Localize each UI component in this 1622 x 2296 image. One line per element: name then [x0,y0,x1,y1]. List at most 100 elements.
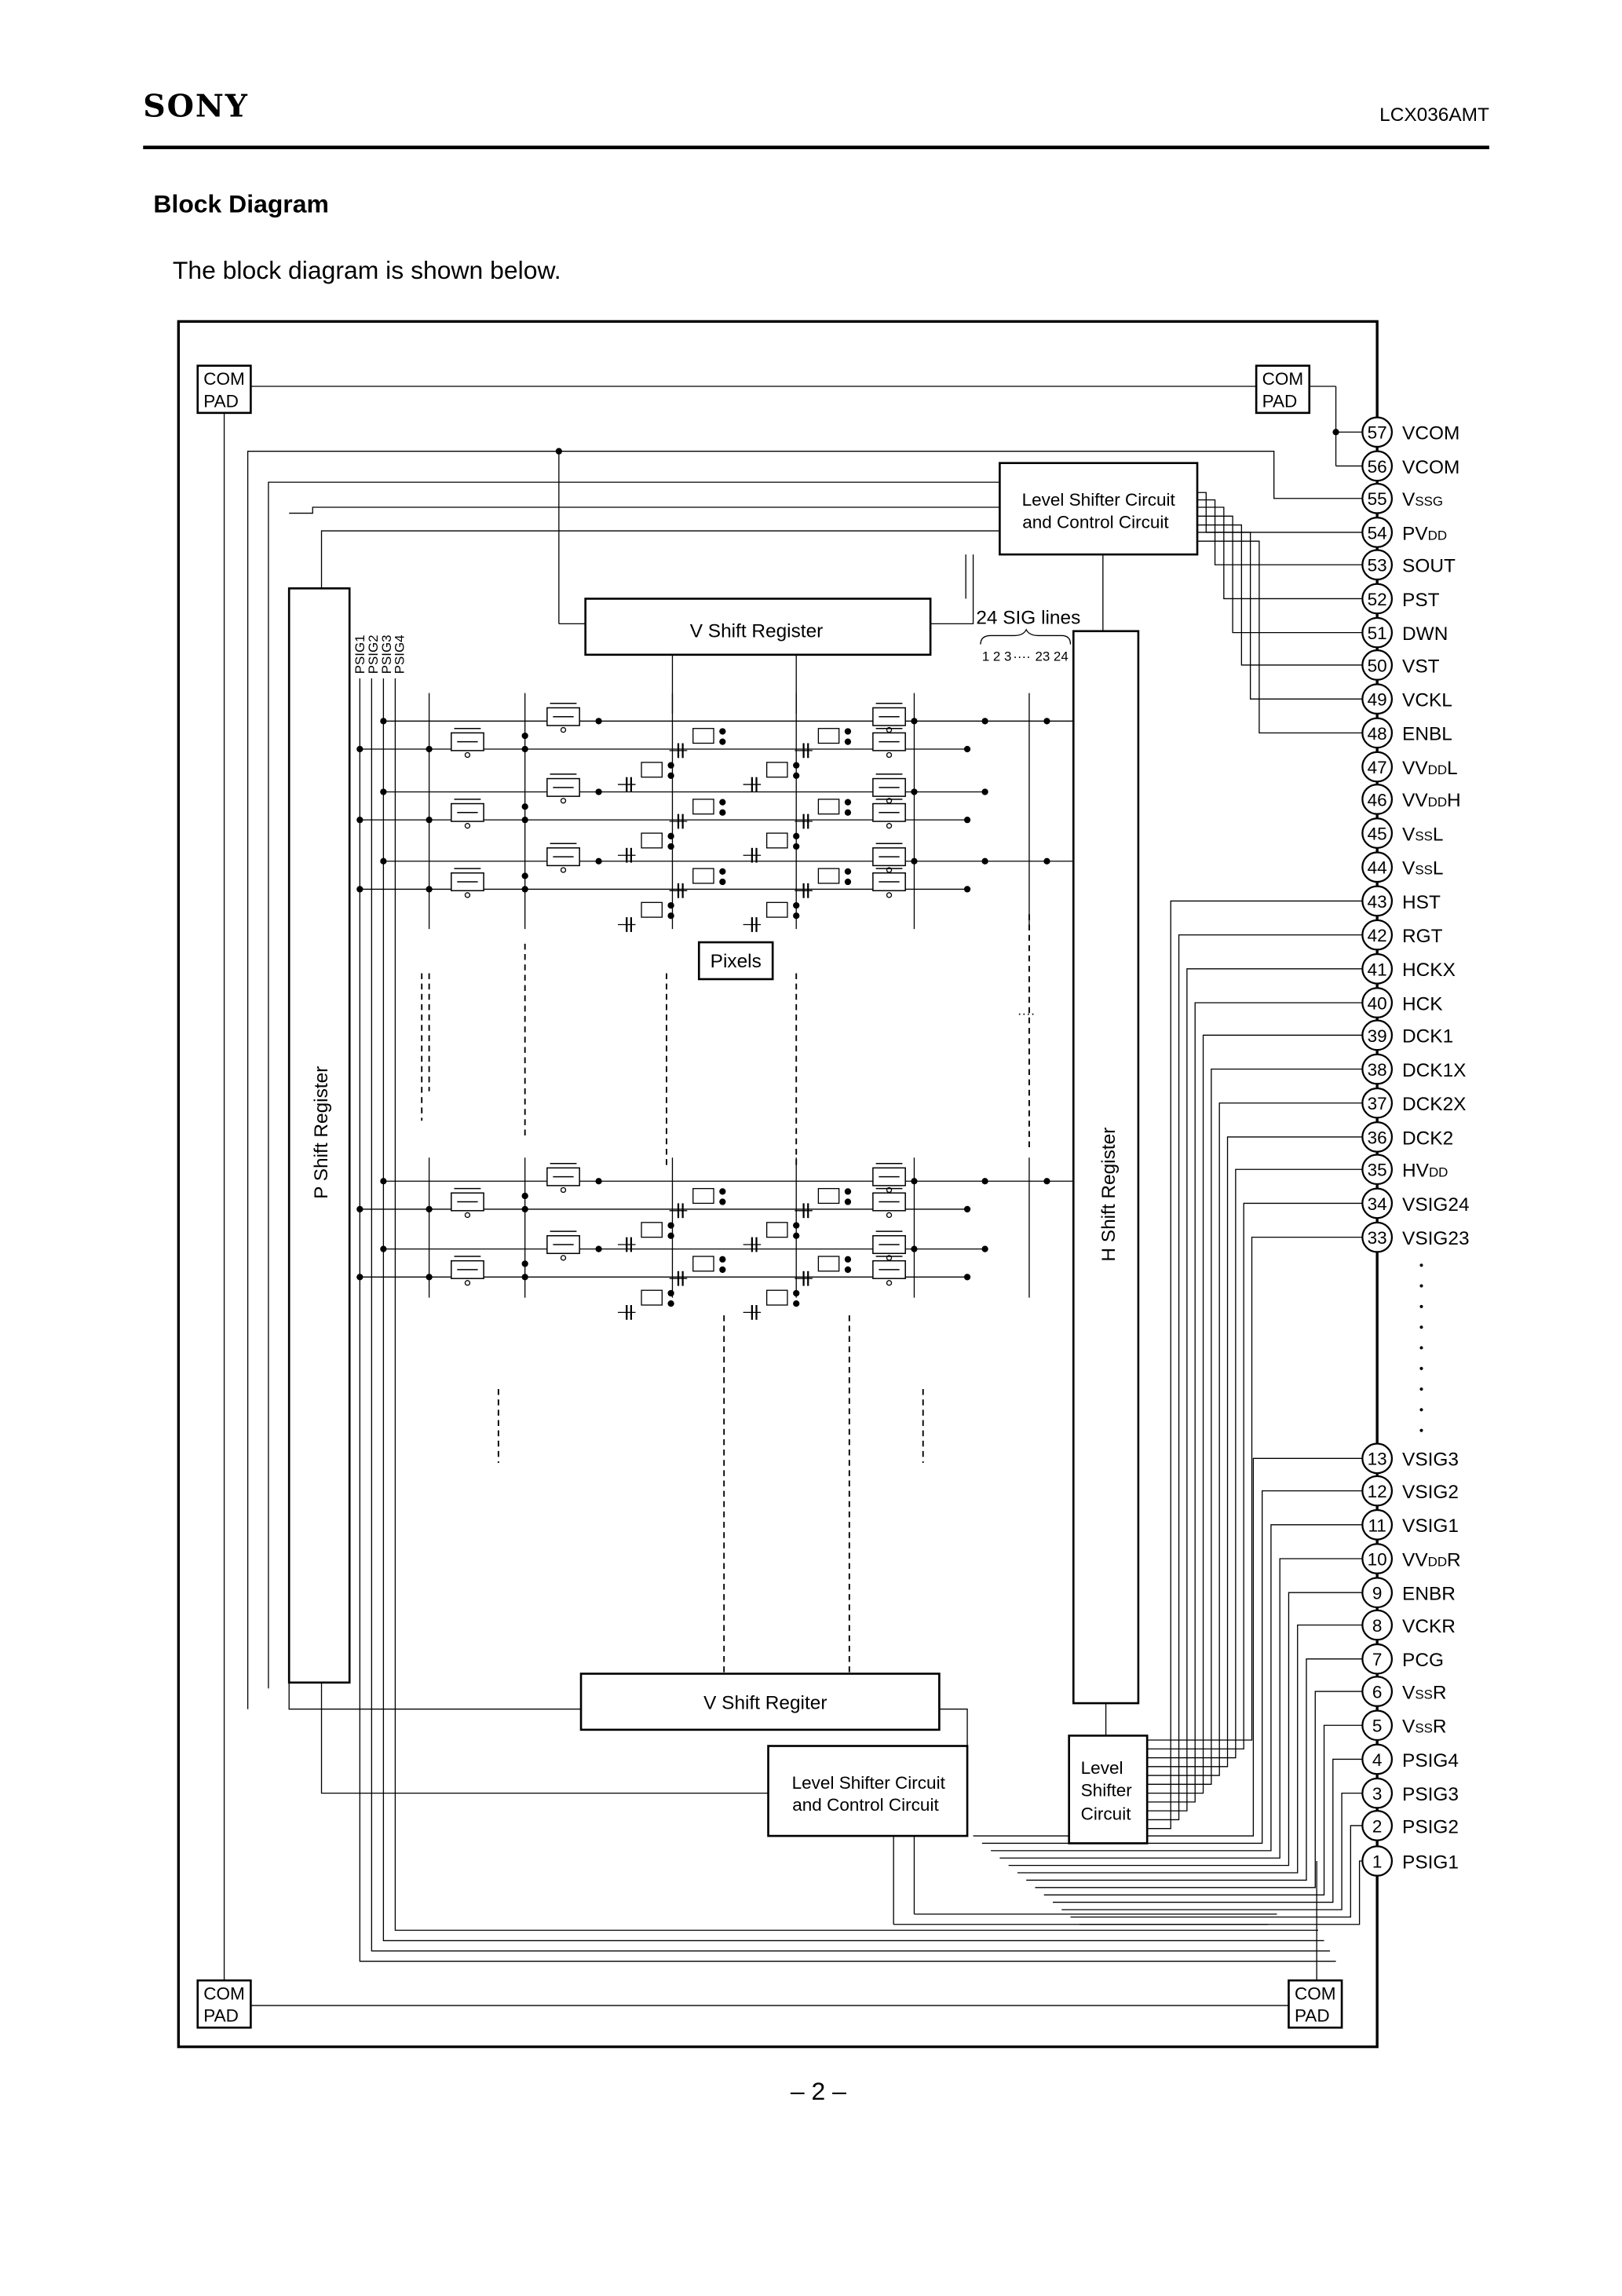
wire [320,1688,769,1794]
h-control-wire [1147,900,1363,1830]
pin-circle [1361,517,1394,548]
part-number: LCX036AMT [1379,104,1489,126]
pin-number: 46 [1368,790,1387,810]
pin-number: 42 [1368,926,1387,945]
pixel-switch [641,1289,663,1306]
com-pad-label: PAD [1295,2006,1330,2026]
pin-number: 3 [1372,1784,1383,1804]
junction-dot [844,728,852,735]
block-label: Level Shifter Circuit [792,1773,946,1793]
pin-number: 2 [1372,1816,1383,1836]
pin-number: 57 [1368,423,1387,443]
pin-number: 38 [1368,1060,1387,1080]
pin-name: VSIG1 [1402,1515,1459,1537]
sig-index-first: 1 2 3 [982,649,1012,664]
pin-name-suffix: H [1447,790,1461,811]
pin-circle [1361,919,1394,951]
block-label: P Shift Register [311,1066,332,1199]
control-wire [1197,515,1363,634]
gate-bubble [886,1212,893,1219]
pin-circle [1361,1743,1394,1775]
pin-name-main: VCOM [1402,457,1459,478]
sony-logo: SONY [143,88,249,124]
pin-number: 49 [1368,690,1387,710]
junction-dot [667,1289,674,1297]
pin-name-main: SOUT [1402,556,1456,577]
vssg-wire [247,451,1363,1709]
ellipsis-dot [1419,1325,1423,1329]
pin-number: 37 [1368,1094,1387,1113]
pin-name-main: VCKR [1402,1616,1456,1637]
junction-dot [667,912,674,919]
wire [289,506,1000,514]
pin-name-main: V [1402,489,1416,510]
pin-name: PST [1402,590,1440,611]
junction-dot [380,857,387,865]
gate-bubble [560,867,567,873]
psig2-label: PSIG2 [366,634,381,674]
pin-circle [1361,885,1394,917]
pin-name-main: V [1402,1682,1416,1703]
pin-circle [1361,1543,1394,1574]
junction-dot [844,868,852,876]
pin-name-suffix: R [1433,1682,1447,1703]
pin-name-subscript: SS [1415,1721,1433,1736]
gate-bubble [464,751,471,759]
block-label: and Control Circuit [1022,512,1169,532]
pin-circle [1361,1845,1394,1877]
level-shifter-small: Level Shifter Circuit [1068,1735,1149,1844]
junction-dot [844,1266,852,1274]
pin-circle [1361,450,1394,482]
gate-bubble [560,1255,567,1261]
pin-name-main: DCK1 [1402,1026,1453,1047]
gate-bubble [464,823,471,829]
pin-name: HCK [1402,993,1443,1015]
pin-name-main: PSIG4 [1402,1750,1459,1771]
pin-name: HST [1402,892,1441,913]
pin-name: PSIG4 [1402,1750,1459,1771]
junction-dot [719,809,726,816]
pin-name-main: PSIG1 [1402,1852,1459,1873]
pin-circle [1361,1810,1394,1841]
pixel-ellipsis: ···· [1017,1006,1036,1021]
ellipsis-dot [1419,1387,1423,1391]
com-pad-label: COM [1295,1984,1336,2004]
pin-circle [1361,1777,1394,1809]
pin-name: VSSR [1402,1717,1446,1738]
pixel-switch [817,1187,840,1205]
block-label: V Shift Regiter [703,1693,827,1714]
pin-name: PVDD [1402,523,1447,544]
pin-name-subscript: SS [1415,1687,1433,1702]
pin-name-main: PST [1402,590,1440,611]
pin-number: 7 [1372,1650,1383,1669]
block-label: and Control Circuit [792,1795,939,1815]
pin-circle [1361,1676,1394,1707]
pin-circle [1361,1121,1394,1153]
pin-number: 45 [1368,824,1387,844]
pin-number: 55 [1368,489,1387,509]
junction-dot [844,1198,852,1205]
junction-dot [793,762,800,769]
h-control-wire [1147,1136,1363,1768]
gate-bubble [886,892,893,898]
junction-dot [356,886,363,893]
sig-lines-label: 24 SIG lines [976,607,1080,628]
pin-number: 13 [1368,1450,1387,1469]
pixel-switch [817,728,840,744]
pixel-switch [641,832,663,849]
gate-bubble [464,892,471,898]
junction-dot [963,1274,971,1281]
pin-name: VSIG24 [1402,1194,1469,1216]
junction-dot [555,448,562,455]
h-control-wire [1147,968,1363,1812]
